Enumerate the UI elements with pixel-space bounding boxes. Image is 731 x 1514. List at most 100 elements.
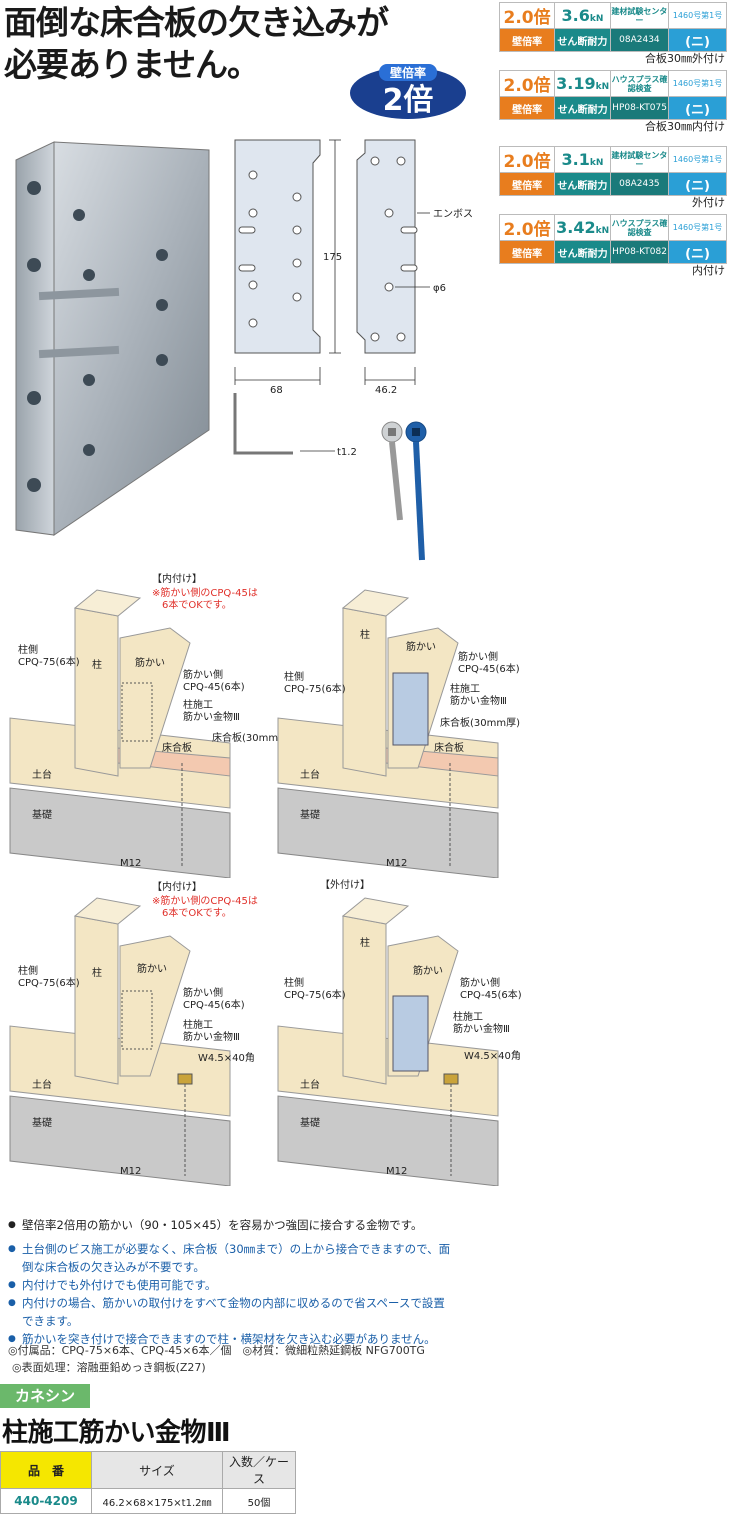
product-name: 柱施工筋かい金物Ⅲ [2,1418,231,1448]
col-part-number: 品 番 [0,1451,92,1489]
d3-pillar: 柱 [92,966,102,979]
d1-bolt: M12 [120,858,141,869]
label-emboss: エンボス [433,208,473,220]
spec-ratio: 2.0倍 [498,146,556,173]
spec-kn: 3.42kN [554,214,612,241]
spec-caption-2: 合板30㎜内付け [645,120,725,133]
d2-metal1: 柱施工 [450,682,480,695]
spec-kn: 3.19kN [554,70,612,97]
d4-brace-side1: 筋かい側 [460,976,500,989]
spec-table-4: 2.0倍 3.42kN ハウスプラス確認検査 1460号第1号 壁倍率 せん断耐… [498,214,727,264]
feature-5: 筋かいを突き付けで接合できますので柱・横架材を欠き込む必要がありません。 [8,1330,728,1348]
d1-pillar: 柱 [92,658,102,671]
spec-org: 建材試験センター [609,2,670,29]
spec-h2: せん断耐力 [554,240,612,264]
brand-label: カネシン [0,1384,90,1408]
spec-standard: 1460号第1号 [668,146,727,173]
spec-code: HP08-KT082 [610,240,670,264]
d1-note1: ※筋かい側のCPQ-45は [152,586,258,599]
d1-brace-side2: CPQ-45(6本) [183,680,245,693]
dim-height: 175 [323,252,342,263]
d4-bolt: M12 [386,1166,407,1177]
d4-foundation: 基礎 [300,1116,320,1129]
d1-floor: 床合板 [162,741,192,754]
d1-metal1: 柱施工 [183,698,213,711]
screws-image [381,421,427,561]
d2-brace: 筋かい [406,640,436,653]
spec-h2: せん断耐力 [554,96,612,120]
d1-col-side1: 柱側 [18,643,38,656]
d3-brace-side2: CPQ-45(6本) [183,998,245,1011]
spec-grade: (ニ) [668,172,727,196]
spec-caption-3: 外付け [692,196,725,209]
spec-ratio: 2.0倍 [498,214,556,241]
bracket-photo [15,141,210,536]
spec-notes: ◎付属品：CPQ-75×6本、CPQ-45×6本／個 ◎材質：微細粒熱延鋼板 N… [8,1342,425,1376]
headline: 面倒な床合板の欠き込みが 必要ありません。 [4,2,389,86]
d4-pillar: 柱 [360,936,370,949]
d4-brace: 筋かい [413,964,443,977]
dim-depth: 46.2 [375,385,397,396]
spec-standard: 1460号第1号 [668,214,727,241]
spec-table-1: 2.0倍 3.6kN 建材試験センター 1460号第1号 壁倍率 せん断耐力 0… [498,2,727,52]
spec-standard: 1460号第1号 [668,70,727,97]
d1-floor-note: 床合板(30mm厚) [212,731,292,744]
notes-line2: ◎表面処理：溶融亜鉛めっき鋼板(Z27) [12,1361,206,1374]
d2-col-side2: CPQ-75(6本) [284,682,346,695]
spec-h2: せん断耐力 [554,172,611,196]
d2-col-side1: 柱側 [284,670,304,683]
d1-foundation: 基礎 [32,808,52,821]
headline-line1: 面倒な床合板の欠き込みが [4,3,389,42]
d4-col-side1: 柱側 [284,976,304,989]
feature-2: 土台側のビス施工が必要なく、床合板（30㎜まで）の上から接合できますので、面倒な… [8,1240,728,1276]
d2-brace-side1: 筋かい側 [458,650,498,663]
d3-brace: 筋かい [137,962,167,975]
table-row: 440-4209 46.2×68×175×t1.2㎜ 50個 [0,1488,296,1514]
spec-code: 08A2435 [609,172,670,196]
d3-washer: W4.5×40角 [198,1052,255,1064]
spec-h1: 壁倍率 [498,28,556,52]
d2-floor-note: 床合板(30mm厚) [440,716,520,729]
d2-floor: 床合板 [434,741,464,754]
d3-brace-side1: 筋かい側 [183,986,223,999]
d3-metal2: 筋かい金物Ⅲ [183,1030,240,1043]
badge-top: 壁倍率 [390,65,426,80]
headline-line2: 必要ありません。 [4,45,260,84]
d1-title: 【内付け】 [152,572,202,585]
label-hole: φ6 [433,283,446,294]
spec-org: ハウスプラス確認検査 [610,214,670,241]
d2-metal2: 筋かい金物Ⅲ [450,694,507,707]
d2-brace-side2: CPQ-45(6本) [458,662,520,675]
notes-line1: ◎付属品：CPQ-75×6本、CPQ-45×6本／個 ◎材質：微細粒熱延鋼板 N… [8,1344,425,1357]
spec-code: 08A2434 [609,28,670,52]
diagram-outer: 【外付け】 柱 筋かい 柱側 CPQ-75(6本) 筋かい側 CPQ-45(6本… [277,878,522,1186]
d4-metal1: 柱施工 [453,1010,483,1023]
d4-brace-side2: CPQ-45(6本) [460,988,522,1001]
d4-col-side2: CPQ-75(6本) [284,988,346,1001]
badge-value: 2倍 [383,83,434,118]
d2-pillar: 柱 [360,628,370,641]
d1-col-side2: CPQ-75(6本) [18,655,80,668]
d3-bolt: M12 [120,1166,141,1177]
d3-note1: ※筋かい側のCPQ-45は [152,894,258,907]
spec-h2: せん断耐力 [554,28,611,52]
technical-drawing: 175 68 46.2 エンボス φ6 t1.2 [233,139,473,458]
d2-sill: 土台 [300,768,320,781]
d3-note2: 6本でOKです。 [162,906,232,919]
d2-foundation: 基礎 [300,808,320,821]
feature-1: 壁倍率2倍用の筋かい（90・105×45）を容易かつ強固に接合する金物です。 [8,1216,728,1234]
d3-foundation: 基礎 [32,1116,52,1129]
d4-washer: W4.5×40角 [464,1050,521,1062]
spec-h1: 壁倍率 [498,96,556,120]
d4-sill: 土台 [300,1078,320,1091]
d1-metal2: 筋かい金物Ⅲ [183,710,240,723]
d2-bolt: M12 [386,858,407,869]
cell-size: 46.2×68×175×t1.2㎜ [91,1488,223,1514]
spec-grade: (ニ) [668,28,727,52]
spec-ratio: 2.0倍 [498,70,556,97]
spec-code: HP08-KT075 [610,96,670,120]
diagram-inner-plywood: 【内付け】 ※筋かい側のCPQ-45は 6本でOKです。 柱 筋かい 柱側 CP… [9,572,292,878]
feature-3: 内付けでも外付けでも使用可能です。 [8,1276,728,1294]
spec-kn: 3.6kN [554,2,611,29]
diagram-outer-plywood: 柱 筋かい 柱側 CPQ-75(6本) 筋かい側 CPQ-45(6本) 柱施工 … [277,589,520,878]
